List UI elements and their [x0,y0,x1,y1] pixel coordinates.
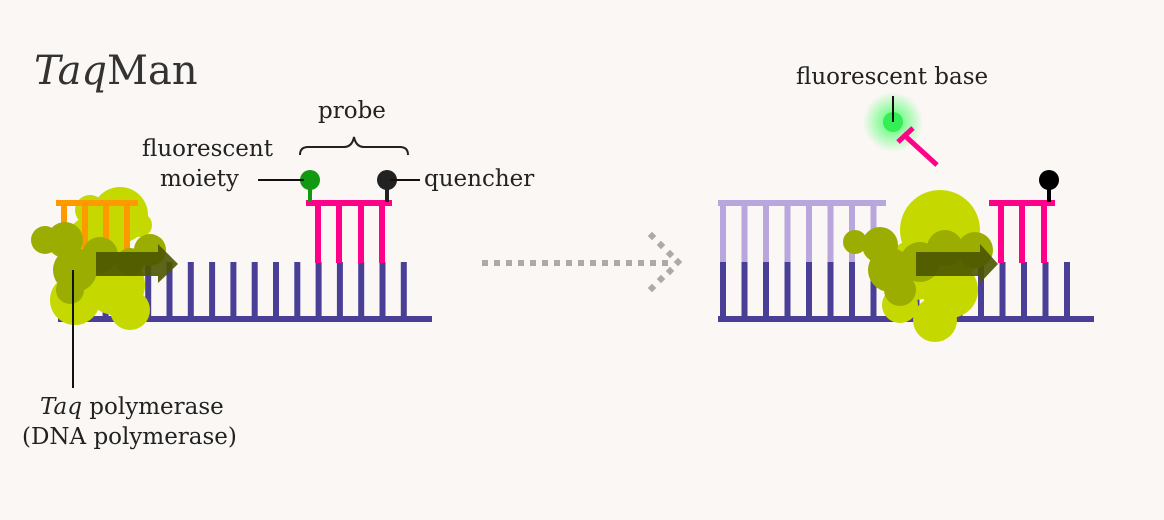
probe-base [315,203,321,263]
base [315,262,322,318]
probe-backbone [306,200,392,206]
arrow-dot [542,260,548,266]
base [273,262,279,318]
base [870,262,877,318]
arrow-dot [578,260,584,266]
right-template-strand [718,200,1094,322]
fluorescent-base-label: fluorescent base [796,64,989,90]
probe-base [336,203,342,263]
base [1021,262,1027,318]
arrow-head-dot [665,266,675,276]
arrow-dot [662,260,668,266]
base [358,262,365,318]
base [978,262,984,318]
base [230,262,237,318]
arrow-head-dot [647,283,657,293]
probe-fragment-base [998,203,1004,263]
base [166,262,173,318]
probe-base [379,203,385,263]
quencher [377,170,397,190]
primer-base [124,203,130,263]
base [1064,262,1070,318]
fluorophore [300,170,320,190]
arrow-dot [554,260,560,266]
base [145,262,152,318]
quencher-label: quencher [424,166,535,192]
synth-base [720,203,726,263]
probe-fragment-base [1041,203,1047,263]
arrow-dot [518,260,524,266]
synth-base [806,203,812,263]
left-direction-arrow [96,244,178,283]
fluorescent-base [863,92,939,167]
arrow-dot [530,260,536,266]
quencher-stem [385,180,389,202]
base [379,262,386,318]
base [187,262,194,318]
base [827,262,834,318]
base [336,262,343,318]
arrow-dot [566,260,572,266]
probe-brace [299,136,409,156]
synth-base [827,203,834,263]
primer-base [103,203,109,263]
arrow-head-dot [656,240,666,250]
base [294,262,301,318]
base [209,262,216,318]
right-panel [718,92,1094,342]
arrow-dot [638,260,644,266]
fluorophore-stem [308,180,312,202]
arrow-dot [506,260,512,266]
arrow-dot [602,260,608,266]
polymerase-sublabel: (DNA polymerase) [22,424,237,450]
arrow-dot [650,260,656,266]
base [999,262,1006,318]
page-title: TaqMan [34,48,198,94]
moiety-label: moiety [160,166,239,192]
quencher [1039,170,1059,190]
arrow-dot [626,260,632,266]
base [741,262,748,318]
synth-backbone [718,200,886,206]
arrow-dot [494,260,500,266]
base [806,262,812,318]
arrow-head-dot [673,257,683,267]
probe-label: probe [318,98,386,124]
cleaved-base-stick [901,132,939,167]
arrow-dot [590,260,596,266]
transition-arrow [482,231,683,293]
synth-base [741,203,748,263]
left-polymerase [31,187,166,330]
base [251,262,258,318]
right-probe-fragment [989,170,1059,263]
primer-base [82,203,88,263]
arrow-head-dot [665,249,675,259]
arrow-dot [482,260,488,266]
base [784,262,791,318]
left-panel [31,136,432,388]
base [849,262,855,318]
base [400,262,407,318]
backbone [58,316,432,322]
synth-base [763,203,769,263]
base [720,262,726,318]
primer-backbone [56,200,138,206]
fluorescent-label: fluorescent [142,136,273,162]
probe-fragment-base [1019,203,1025,263]
base [763,262,769,318]
synth-base [784,203,791,263]
right-direction-arrow [916,244,998,283]
arrow-head-dot [647,231,657,241]
arrow-dot [614,260,620,266]
quencher-stem [1047,180,1051,202]
base [1042,262,1049,318]
probe-base [358,203,364,263]
polymerase-label: Taq polymerase [40,394,224,420]
arrow-head-dot [656,274,666,284]
left-probe [300,170,397,263]
